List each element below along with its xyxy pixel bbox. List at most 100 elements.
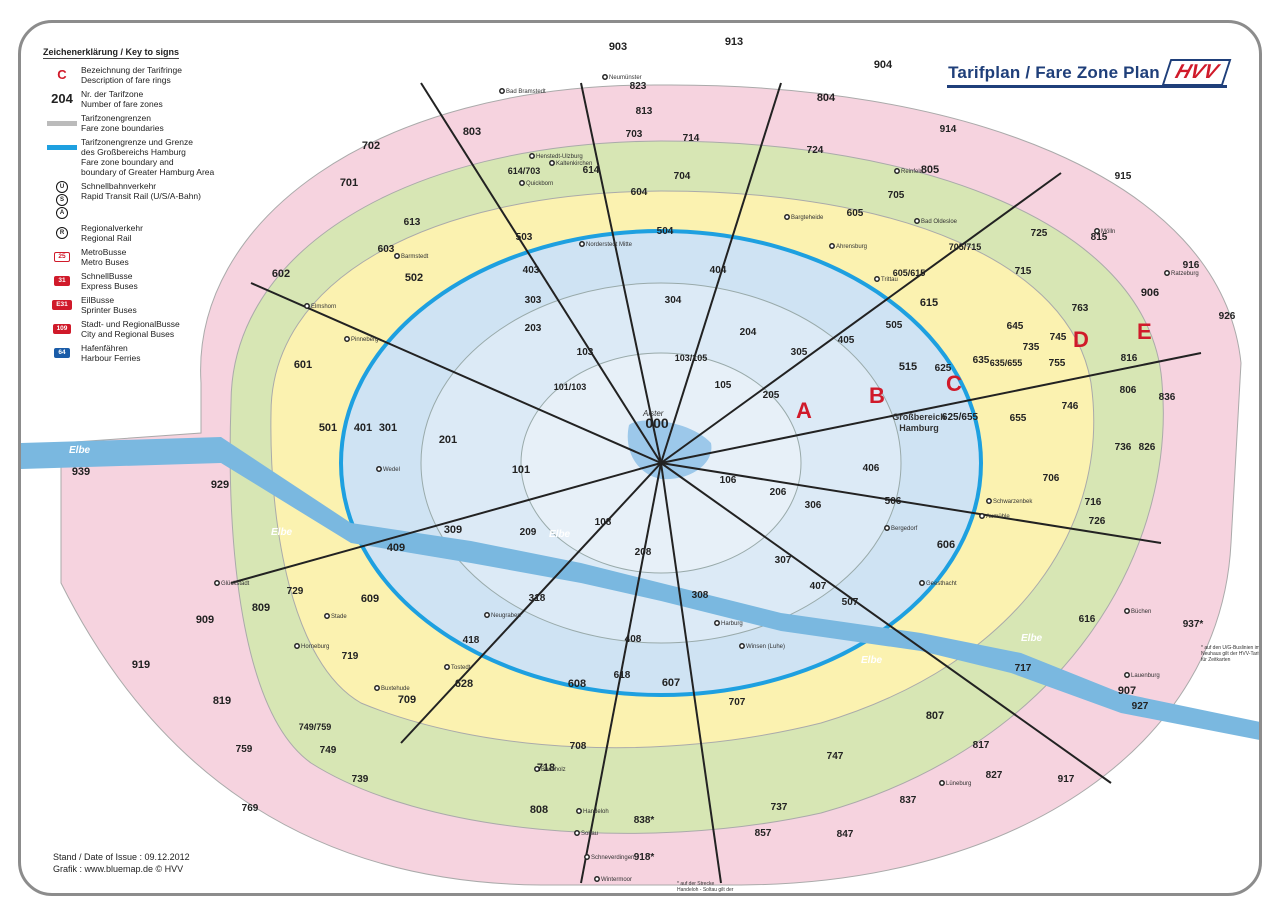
station-marker[interactable] — [986, 498, 992, 504]
station-marker[interactable] — [519, 180, 525, 186]
station-marker[interactable] — [1124, 608, 1130, 614]
station-marker[interactable] — [919, 580, 925, 586]
station-marker[interactable] — [1164, 270, 1170, 276]
ring-letter-d: D — [1073, 327, 1089, 352]
greater-hamburg-label: Großbereich — [892, 412, 946, 422]
station-marker[interactable] — [714, 620, 720, 626]
station-marker[interactable] — [549, 160, 555, 166]
legend-symbol: E31 — [43, 295, 81, 315]
place-label: Handeloh — [583, 809, 609, 815]
zone-label: 909 — [196, 614, 214, 626]
zone-label: 306 — [805, 500, 822, 511]
zone-label: 724 — [807, 145, 824, 156]
station-marker[interactable] — [939, 780, 945, 786]
station-marker[interactable] — [584, 854, 590, 860]
station-marker[interactable] — [594, 876, 600, 882]
legend-symbol: 25 — [43, 247, 81, 267]
station-marker[interactable] — [394, 253, 400, 259]
station-marker[interactable] — [602, 74, 608, 80]
zone-label: 746 — [1062, 401, 1079, 412]
station-marker[interactable] — [444, 664, 450, 670]
place-label: Bargteheide — [791, 215, 824, 221]
elbe-label: Elbe — [1021, 633, 1043, 644]
zone-label: 205 — [763, 390, 780, 401]
station-marker[interactable] — [914, 218, 920, 224]
station-marker[interactable] — [884, 525, 890, 531]
station-marker[interactable] — [829, 243, 835, 249]
station-marker[interactable] — [294, 643, 300, 649]
station-marker[interactable] — [576, 808, 582, 814]
station-marker[interactable] — [784, 214, 790, 220]
zone-label: 918* — [634, 852, 655, 863]
zone-label: 837 — [900, 795, 917, 806]
legend-label-de: Stadt- und RegionalBusse — [81, 319, 180, 329]
zone-label: 635/655 — [990, 358, 1023, 368]
place-label: Büchen — [1131, 609, 1151, 615]
station-marker[interactable] — [979, 513, 985, 519]
place-label: Horneburg — [301, 644, 329, 650]
zone-label: 614/703 — [508, 166, 541, 176]
place-label: Ratzeburg — [1171, 271, 1199, 277]
zone-label: 635 — [973, 355, 990, 366]
station-marker[interactable] — [324, 613, 330, 619]
zone-label: 813 — [636, 106, 653, 117]
zone-label: 927 — [1132, 701, 1149, 712]
station-marker[interactable] — [499, 88, 505, 94]
zone-label: 803 — [463, 126, 481, 138]
station-marker[interactable] — [534, 766, 540, 772]
zone-label: 706 — [1043, 473, 1060, 484]
legend-label-de: Hafenfähren — [81, 343, 128, 353]
zone-label: 729 — [287, 586, 304, 597]
zone-label: 715 — [1015, 266, 1032, 277]
zone-label: 826 — [1139, 442, 1156, 453]
legend-label-de: SchnellBusse — [81, 271, 133, 281]
zone-label: 501 — [319, 422, 337, 434]
station-marker[interactable] — [374, 685, 380, 691]
zone-label: 708 — [570, 741, 587, 752]
zone-label: 718 — [537, 762, 555, 774]
zone-label: 506 — [885, 496, 902, 507]
station-marker[interactable] — [344, 336, 350, 342]
page-title: Tarifplan / Fare Zone Plan — [948, 62, 1160, 82]
station-marker[interactable] — [574, 830, 580, 836]
ring-letter-b: B — [869, 383, 885, 408]
legend-label-de: MetroBusse — [81, 247, 127, 257]
zone-label: 304 — [665, 295, 682, 306]
elbe-label: Elbe — [271, 527, 293, 538]
zone-label: 914 — [940, 124, 957, 135]
zone-label: 309 — [444, 524, 462, 536]
station-marker[interactable] — [484, 612, 490, 618]
zone-label: 602 — [272, 268, 290, 280]
zone-label: 717 — [1015, 663, 1032, 674]
station-marker[interactable] — [1124, 672, 1130, 678]
zone-label: 305 — [791, 347, 808, 358]
station-marker[interactable] — [214, 580, 220, 586]
zone-label: 702 — [362, 140, 380, 152]
zone-label: 613 — [404, 217, 421, 228]
legend-symbol: 204 — [51, 91, 73, 106]
zone-label: 206 — [770, 487, 787, 498]
station-marker[interactable] — [376, 466, 382, 472]
place-label: Quickborn — [526, 181, 553, 187]
zone-label: 939 — [72, 466, 90, 478]
station-marker[interactable] — [579, 241, 585, 247]
legend-heading: Zeichenerklärung / Key to signs — [43, 47, 180, 59]
station-marker[interactable] — [529, 153, 535, 159]
ring-letter-e: E — [1137, 319, 1152, 344]
zone-label: 929 — [211, 479, 229, 491]
zone-label: 209 — [520, 527, 537, 538]
zone-label: 916 — [1183, 260, 1200, 271]
station-marker[interactable] — [739, 643, 745, 649]
stations — [214, 74, 1170, 882]
legend-symbol: 64 — [43, 343, 81, 363]
station-marker[interactable] — [894, 168, 900, 174]
ring-letter-c: C — [946, 371, 962, 396]
zone-label: 502 — [405, 272, 423, 284]
zone-label: 618 — [614, 670, 631, 681]
station-marker[interactable] — [874, 276, 880, 282]
station-marker[interactable] — [1094, 228, 1100, 234]
station-marker[interactable] — [304, 303, 310, 309]
